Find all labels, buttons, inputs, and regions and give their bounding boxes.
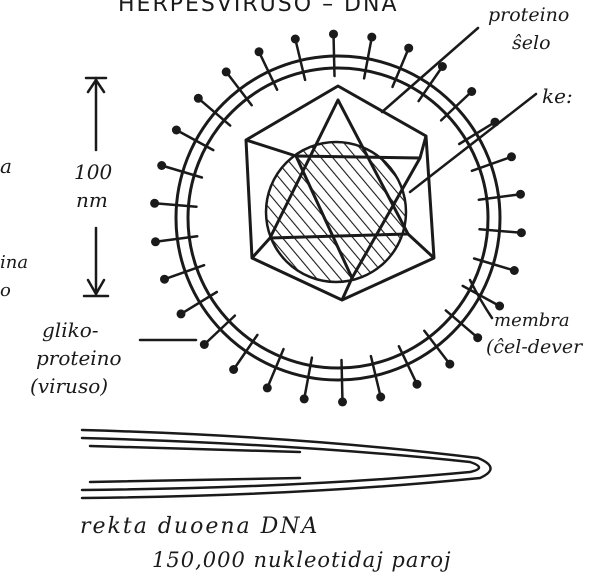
core-pointer xyxy=(410,94,536,192)
label-scale-unit: nm xyxy=(76,190,108,210)
glycoprotein-spike-head xyxy=(194,94,203,103)
label-membrane-line2: (ĉel-dever xyxy=(486,338,582,357)
glycoprotein-spike-head xyxy=(516,190,525,199)
glycoprotein-spike-head xyxy=(151,237,160,246)
glycoprotein-spike-head xyxy=(222,67,231,76)
label-glycoprotein-line2: proteino xyxy=(36,348,122,368)
linear-dna xyxy=(82,430,491,498)
dna-core xyxy=(266,142,406,282)
glycoprotein-spike-head xyxy=(263,383,272,392)
glycoprotein-spike-head xyxy=(172,126,181,135)
label-core: ke: xyxy=(542,86,573,106)
glycoprotein-spike-head xyxy=(404,44,413,53)
glycoprotein-spike-head xyxy=(255,47,264,56)
glycoprotein-spike-head xyxy=(329,30,338,39)
glycoprotein-spike-head xyxy=(376,393,385,402)
label-glycoprotein-line3: (viruso) xyxy=(30,376,108,396)
glycoprotein-spike-head xyxy=(467,87,476,96)
glycoprotein-spike xyxy=(342,360,343,402)
glycoprotein-spike-head xyxy=(338,397,347,406)
glycoprotein-spike-head xyxy=(150,199,159,208)
glycoprotein-spike-head xyxy=(229,365,238,374)
glycoprotein-spike xyxy=(419,67,443,102)
label-left-fragment-b2: o xyxy=(0,282,11,300)
glycoprotein-spike xyxy=(176,130,213,150)
glycoprotein-spike xyxy=(226,72,252,105)
glycoprotein-spike-head xyxy=(507,152,516,161)
glycoprotein-spike-head xyxy=(517,228,526,237)
glycoprotein-spike-head xyxy=(291,35,300,44)
glycoprotein-spike-head xyxy=(300,394,309,403)
label-protein-shell-line2: ŝelo xyxy=(512,34,551,53)
label-membrane-line1: membra xyxy=(494,312,570,330)
glycoprotein-spike-head xyxy=(367,33,376,42)
caption-dna-line1: rekta duoena DNA xyxy=(80,516,319,538)
scale-bar xyxy=(84,78,108,296)
glycoprotein-spike xyxy=(334,34,335,76)
label-left-fragment-a: a xyxy=(0,156,12,176)
label-left-fragment-b1: ina xyxy=(0,254,28,272)
glycoprotein-spike xyxy=(480,229,522,232)
glycoprotein-spike-head xyxy=(177,309,186,318)
glycoprotein-spike-head xyxy=(157,161,166,170)
glycoprotein-spike-head xyxy=(445,360,454,369)
glycoprotein-spike-head xyxy=(160,275,169,284)
glycoprotein-spike-head xyxy=(200,340,209,349)
label-glycoprotein-line1: gliko- xyxy=(42,320,99,340)
glycoprotein-spike xyxy=(155,203,197,206)
glycoprotein-spike xyxy=(234,335,258,370)
label-protein-shell-line1: proteino xyxy=(488,6,569,25)
glycoprotein-spike xyxy=(181,292,217,314)
caption-dna-line2: 150,000 nukleotidaj paroj xyxy=(152,550,452,571)
label-scale-value: 100 xyxy=(74,162,112,182)
glycoprotein-spike xyxy=(424,331,450,364)
glycoprotein-spike-head xyxy=(413,380,422,389)
glycoprotein-spike-head xyxy=(473,333,482,342)
glycoprotein-spike-head xyxy=(510,266,519,275)
